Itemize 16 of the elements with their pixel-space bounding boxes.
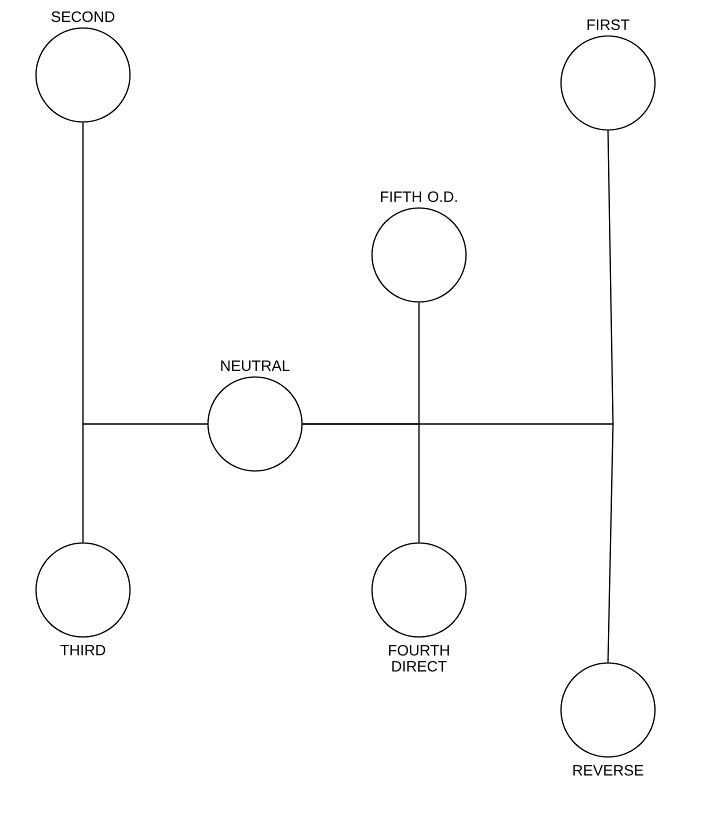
gear-position: THIRD [35,542,131,656]
gear-position: FIFTH O.D. [371,191,467,303]
node-label: SECOND [52,11,114,22]
shift-line [302,423,614,662]
gear-position: REVERSE [560,662,656,776]
node-label: FOURTH DIRECT [389,644,449,672]
gear-position: FOURTH DIRECT [371,542,467,672]
gear-position: FIRST [560,19,656,131]
node-label: THIRD [60,644,106,656]
node-label: FIRST [588,19,630,30]
shift-line [82,423,208,542]
node-label: FIFTH O.D. [381,191,457,202]
node-label: REVERSE [573,764,644,776]
gear-position: NEUTRAL [207,360,303,472]
gear-position: SECOND [35,11,131,123]
node-label: NEUTRAL [221,360,290,372]
